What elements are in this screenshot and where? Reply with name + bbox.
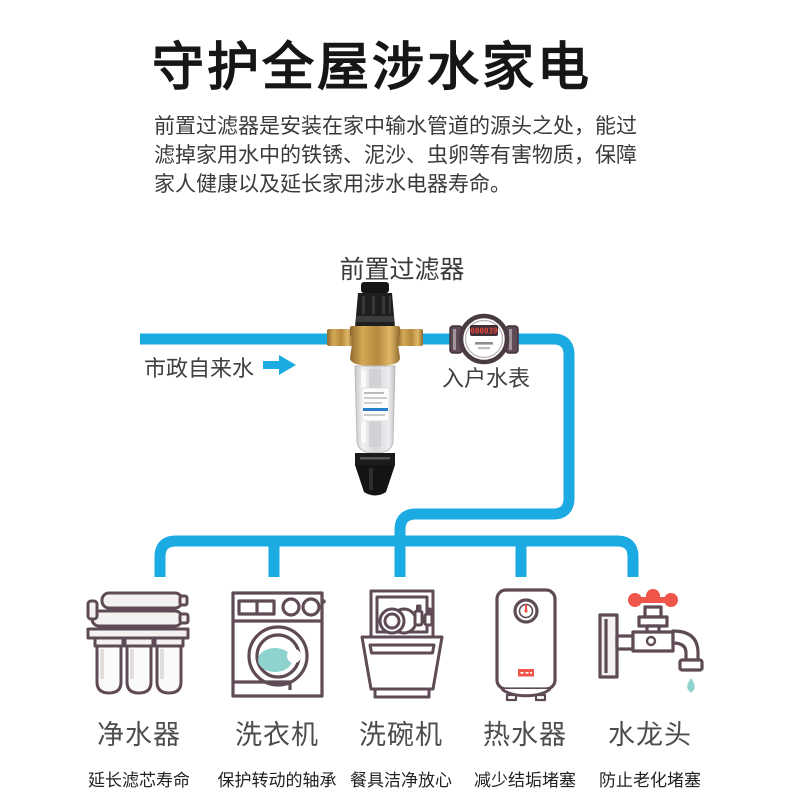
appliance-faucet: 水龙头 防止老化堵塞 [582,585,718,791]
meter-reading: 000039 [470,327,498,336]
appliance-caption: 减少结垢堵塞 [474,771,576,790]
appliance-caption: 延长滤芯寿命 [88,771,190,790]
pre-filter-device-icon [327,282,423,496]
appliance-dishwasher: 洗碗机 餐具洁净放心 [333,585,469,791]
appliance-caption: 防止老化堵塞 [599,771,701,790]
page-title: 守护全屋涉水家电 [152,39,593,97]
appliance-label: 净水器 [97,720,181,750]
page-description: 前置过滤器是安装在家中输水管道的源头之处，能过滤掉家用水中的铁锈、泥沙、虫卵等有… [154,115,637,196]
appliance-water-purifier: 净水器 延长滤芯寿命 [71,585,207,791]
water-meter-label: 入户水表 [441,366,530,391]
appliance-caption: 保护转动的轴承 [217,771,337,790]
pipe-supply [140,333,575,577]
pipe-network [140,333,639,577]
appliance-label: 洗衣机 [235,720,319,750]
water-meter-icon: 000039 [449,313,519,365]
dishwasher-icon [360,589,444,699]
appliance-label: 水龙头 [608,720,692,750]
city-water-label: 市政自来水 [144,356,255,381]
water-purifier-icon [86,591,190,695]
pipe-distribution-bar [154,535,639,577]
appliance-label: 洗碗机 [359,720,443,750]
appliance-caption: 餐具洁净放心 [350,771,452,790]
pre-filter-label: 前置过滤器 [339,256,465,284]
water-heater-icon [495,588,557,702]
flow-arrow-icon [263,355,296,375]
appliance-water-heater: 热水器 减少结垢堵塞 [457,585,593,791]
faucet-icon [598,589,704,693]
appliance-washing-machine: 洗衣机 保护转动的轴承 [209,585,345,791]
appliance-label: 热水器 [483,720,567,750]
washing-machine-icon [231,591,326,698]
